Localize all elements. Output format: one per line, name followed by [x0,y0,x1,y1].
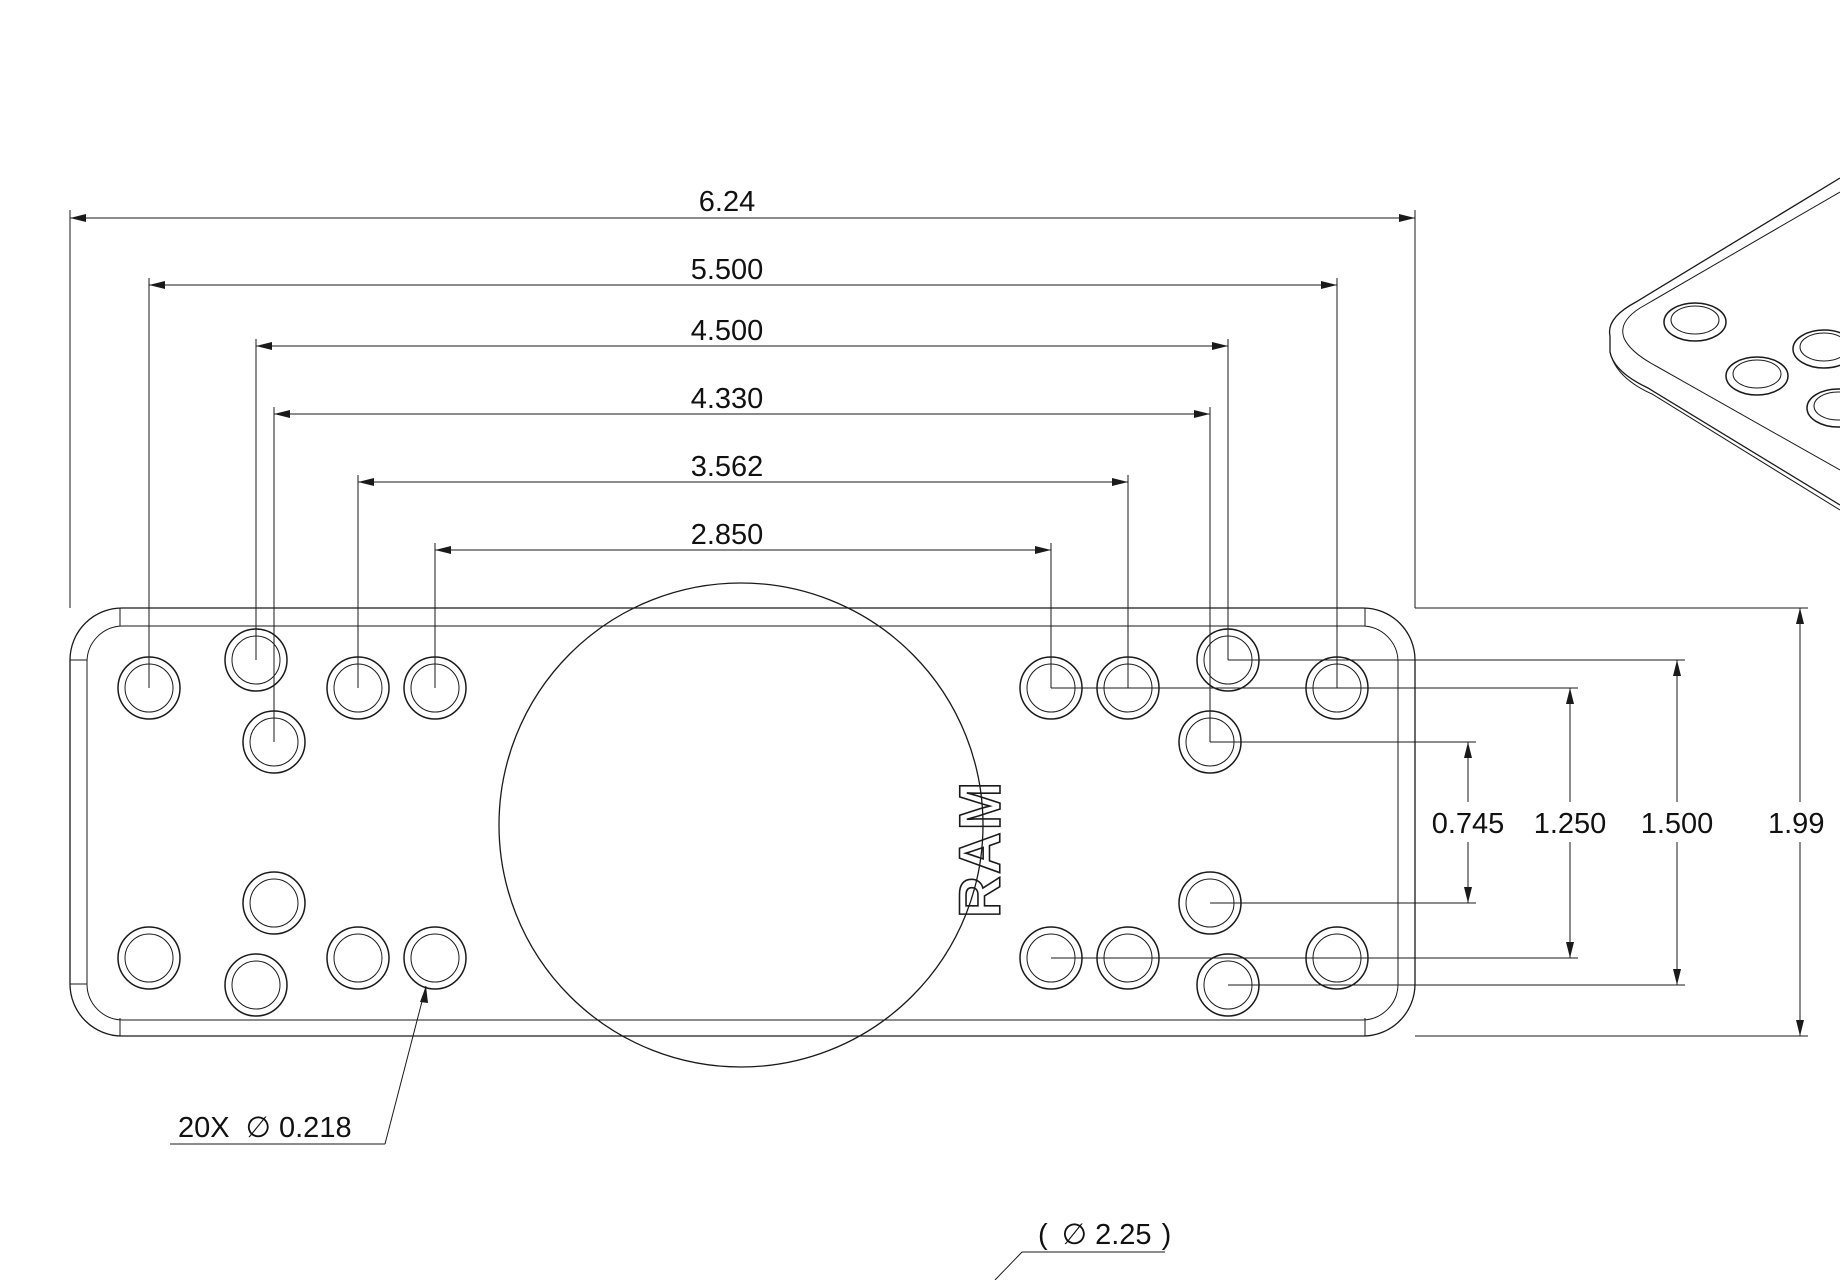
isometric-view [1608,177,1840,511]
svg-text:RAM: RAM [948,780,1013,918]
mounting-hole [326,926,390,990]
dim-overall-width: 6.24 [699,186,755,218]
mounting-hole [117,926,181,990]
dim-outer-vertical-span: 1.500 [1641,808,1714,840]
horizontal-dimensions: 6.24 5.500 4.500 4.330 3.562 [69,186,1416,742]
plate-outline [69,607,1416,1037]
vertical-dimensions: 0.745 1.250 1.500 1.99 [1051,607,1838,1037]
ball [498,582,984,1068]
mounting-hole [403,926,467,990]
mounting-hole [224,953,288,1017]
dim-offset-hole-span-a: 4.500 [691,315,764,347]
dim-inner-vertical-span: 0.745 [1432,808,1505,840]
hole-callout-text: 20X ∅ 0.218 [178,1112,352,1144]
dim-mid-vertical-span: 1.250 [1534,808,1607,840]
dim-inner-hole-span: 2.850 [691,519,764,551]
dim-middle-hole-span: 3.562 [691,451,764,483]
dim-outer-hole-span: 5.500 [691,254,764,286]
ball-callout: ( ∅ 2.25 ) [994,1219,1171,1280]
ram-logo: RAM [947,779,1014,919]
ball-callout-text: ( ∅ 2.25 ) [1038,1219,1171,1251]
mounting-hole [242,871,306,935]
dim-overall-height: 1.99 [1768,808,1824,840]
dim-offset-hole-span-b: 4.330 [691,383,764,415]
hole-callout: 20X ∅ 0.218 [170,985,428,1145]
